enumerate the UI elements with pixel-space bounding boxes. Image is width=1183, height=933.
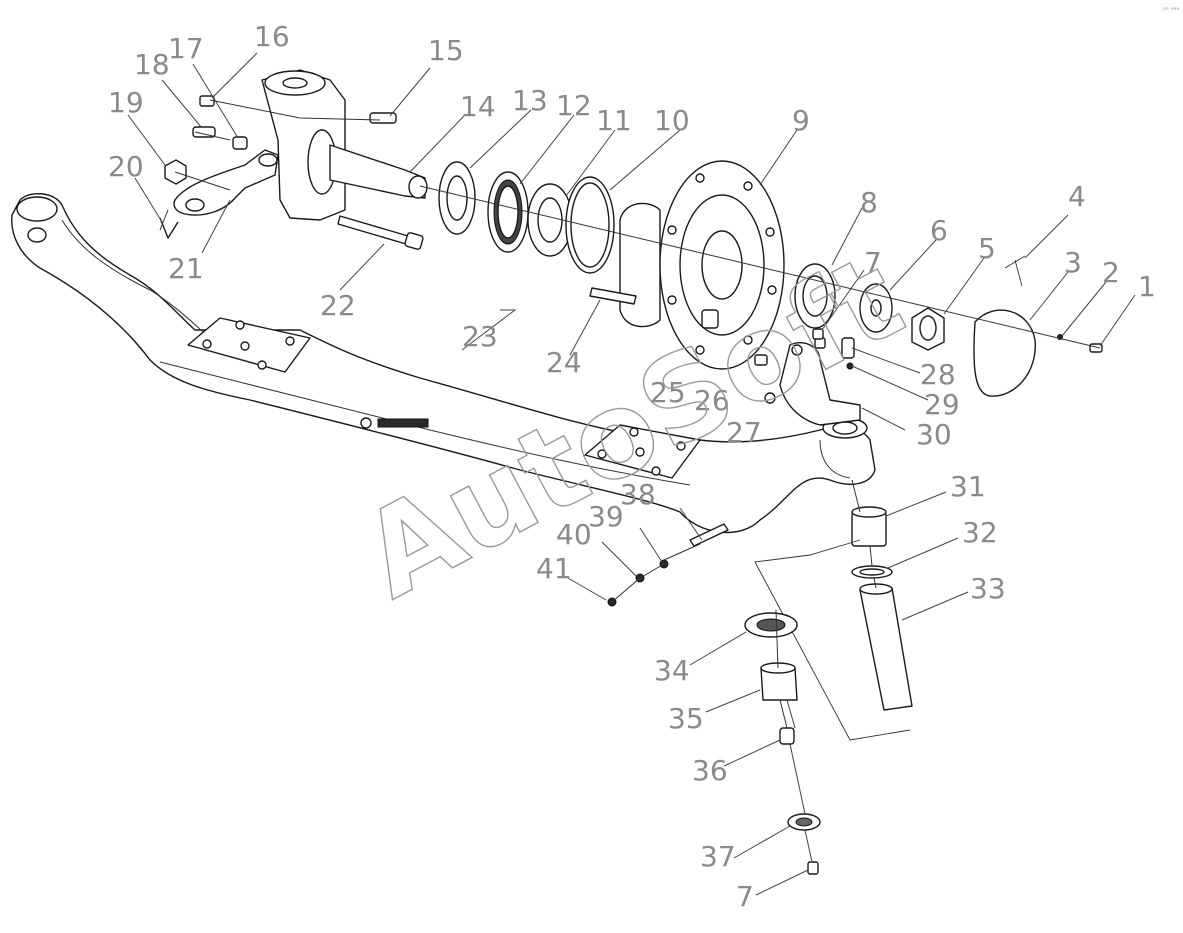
callout-24: 24 xyxy=(546,346,582,379)
callout-41: 41 xyxy=(536,552,572,585)
corner-mark: ᵒᵒ ᵃᵃᵃ xyxy=(1163,6,1179,14)
bolt-22 xyxy=(337,215,424,250)
callout-36: 36 xyxy=(692,754,728,787)
steering-knuckle xyxy=(261,69,428,221)
callout-33: 33 xyxy=(970,572,1006,605)
callout-23: 23 xyxy=(462,320,498,353)
callout-32: 32 xyxy=(962,516,998,549)
callout-8: 8 xyxy=(860,186,878,219)
callout-18: 18 xyxy=(134,48,170,81)
callout-7b: 7 xyxy=(736,880,754,913)
cotter-pin-4 xyxy=(1004,255,1026,287)
wheel-hub xyxy=(619,160,785,370)
callout-35: 35 xyxy=(668,702,704,735)
callout-21: 21 xyxy=(168,252,204,285)
callout-19: 19 xyxy=(108,86,144,119)
leader-lines xyxy=(127,52,1136,896)
stud-24 xyxy=(589,287,637,305)
callout-15: 15 xyxy=(428,34,464,67)
callout-3: 3 xyxy=(1064,246,1082,279)
bolt-15 xyxy=(369,112,397,124)
callout-39: 39 xyxy=(588,500,624,533)
callout-5: 5 xyxy=(978,232,996,265)
callout-37: 37 xyxy=(700,840,736,873)
callout-7: 7 xyxy=(864,246,882,279)
callout-30: 30 xyxy=(916,418,952,451)
callout-17: 17 xyxy=(168,32,204,65)
callout-10: 10 xyxy=(654,104,690,137)
kingpin-33 xyxy=(859,587,913,711)
pin-18 xyxy=(192,126,216,138)
grease-nipple-7 xyxy=(812,328,824,340)
callout-26: 26 xyxy=(694,384,730,417)
grease-nipple-7b xyxy=(807,861,819,875)
callout-22: 22 xyxy=(320,289,356,322)
callout-11: 11 xyxy=(596,104,632,137)
callout-14: 14 xyxy=(460,90,496,123)
callout-40: 40 xyxy=(556,518,592,551)
callout-4: 4 xyxy=(1068,180,1086,213)
front-axle-beam xyxy=(11,193,876,534)
hub-cap-3 xyxy=(973,309,1036,397)
callout-29: 29 xyxy=(924,388,960,421)
callout-13: 13 xyxy=(512,84,548,117)
callout-2: 2 xyxy=(1102,256,1120,289)
callout-25: 25 xyxy=(650,376,686,409)
pin-36 xyxy=(779,727,795,745)
callout-numbers: 1 2 3 4 5 6 7 8 9 10 11 12 13 14 15 16 1… xyxy=(108,20,1156,913)
callout-1: 1 xyxy=(1138,270,1156,303)
callout-27: 27 xyxy=(726,416,762,449)
callout-12: 12 xyxy=(556,89,592,122)
bolt-38 xyxy=(689,523,729,547)
nut-17 xyxy=(232,136,248,150)
bracket-assembly xyxy=(754,337,861,426)
callout-28: 28 xyxy=(920,358,956,391)
callout-34: 34 xyxy=(654,654,690,687)
callout-38: 38 xyxy=(620,478,656,511)
steering-arm xyxy=(159,149,279,239)
callout-6: 6 xyxy=(930,214,948,247)
callout-16: 16 xyxy=(254,20,290,53)
callout-9: 9 xyxy=(792,104,810,137)
callout-31: 31 xyxy=(950,470,986,503)
callout-20: 20 xyxy=(108,150,144,183)
